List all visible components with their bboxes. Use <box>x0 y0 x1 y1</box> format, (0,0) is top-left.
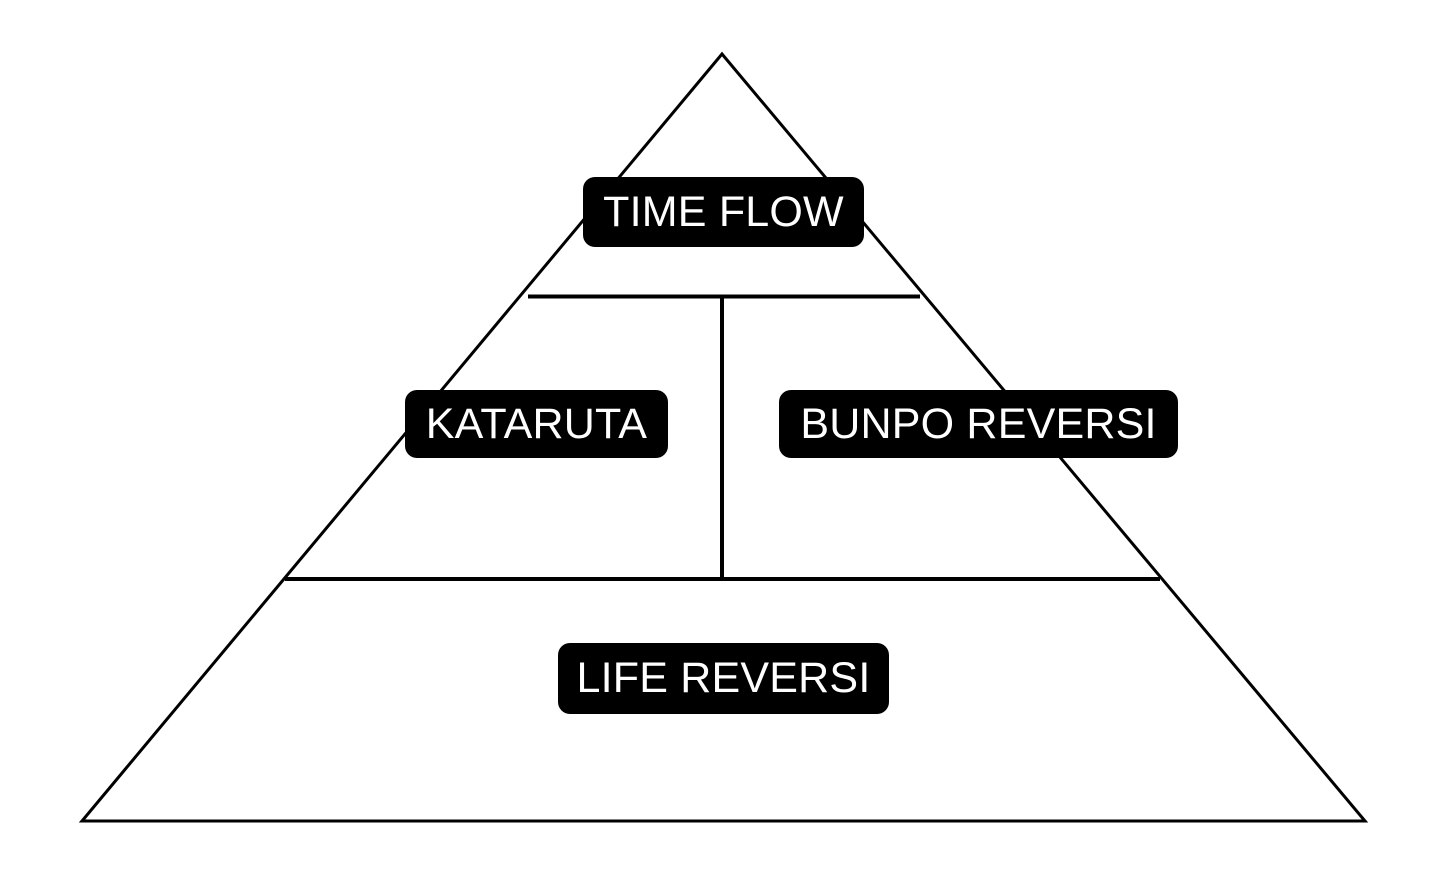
pyramid-label-life-reversi[interactable]: LIFE REVERSI <box>558 643 889 714</box>
pyramid-label-bunpo-reversi[interactable]: BUNPO REVERSI <box>779 390 1178 458</box>
pyramid-label-kataruta[interactable]: KATARUTA <box>405 390 668 458</box>
pyramid-label-time-flow[interactable]: TIME FLOW <box>583 177 864 247</box>
